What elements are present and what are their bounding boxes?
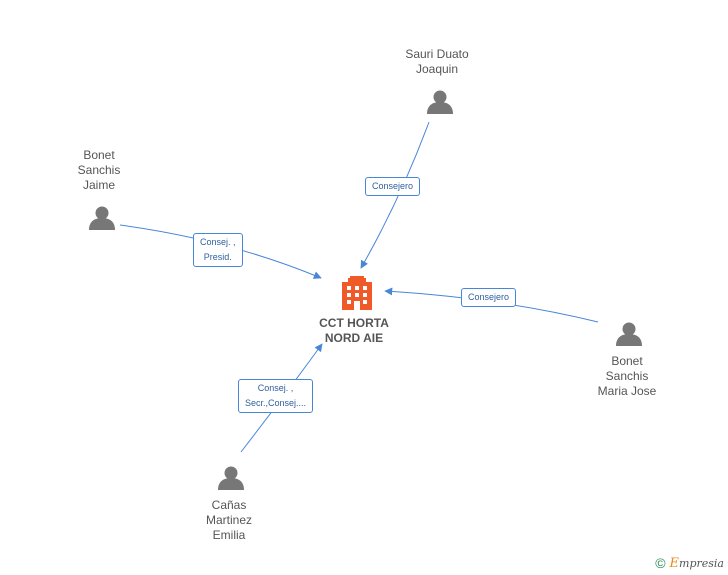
relation-label: Consej. , Secr.,Consej.... — [238, 379, 314, 413]
person-icon[interactable] — [89, 206, 115, 231]
company-name[interactable]: CCT HORTA NORD AIE — [319, 316, 389, 345]
edge-sauri — [360, 121, 430, 269]
person-icon[interactable] — [218, 466, 244, 491]
person-name[interactable]: Sauri Duato Joaquin — [405, 47, 469, 76]
person-name[interactable]: Cañas Martinez Emilia — [205, 498, 252, 542]
relation-label: Consej. , Presid. — [193, 233, 243, 267]
relation-label: Consejero — [461, 288, 517, 307]
brand-logo: Empresia — [669, 555, 724, 571]
building-icon[interactable] — [342, 276, 372, 310]
brand-footer: © Empresia — [655, 555, 724, 571]
person-name[interactable]: Bonet Sanchis Jaime — [77, 148, 121, 192]
person-name[interactable]: Bonet Sanchis Maria Jose — [597, 354, 657, 398]
person-icon[interactable] — [616, 322, 642, 347]
relation-label: Consejero — [365, 177, 421, 196]
copyright-icon: © — [655, 555, 666, 571]
person-icon[interactable] — [427, 90, 453, 115]
